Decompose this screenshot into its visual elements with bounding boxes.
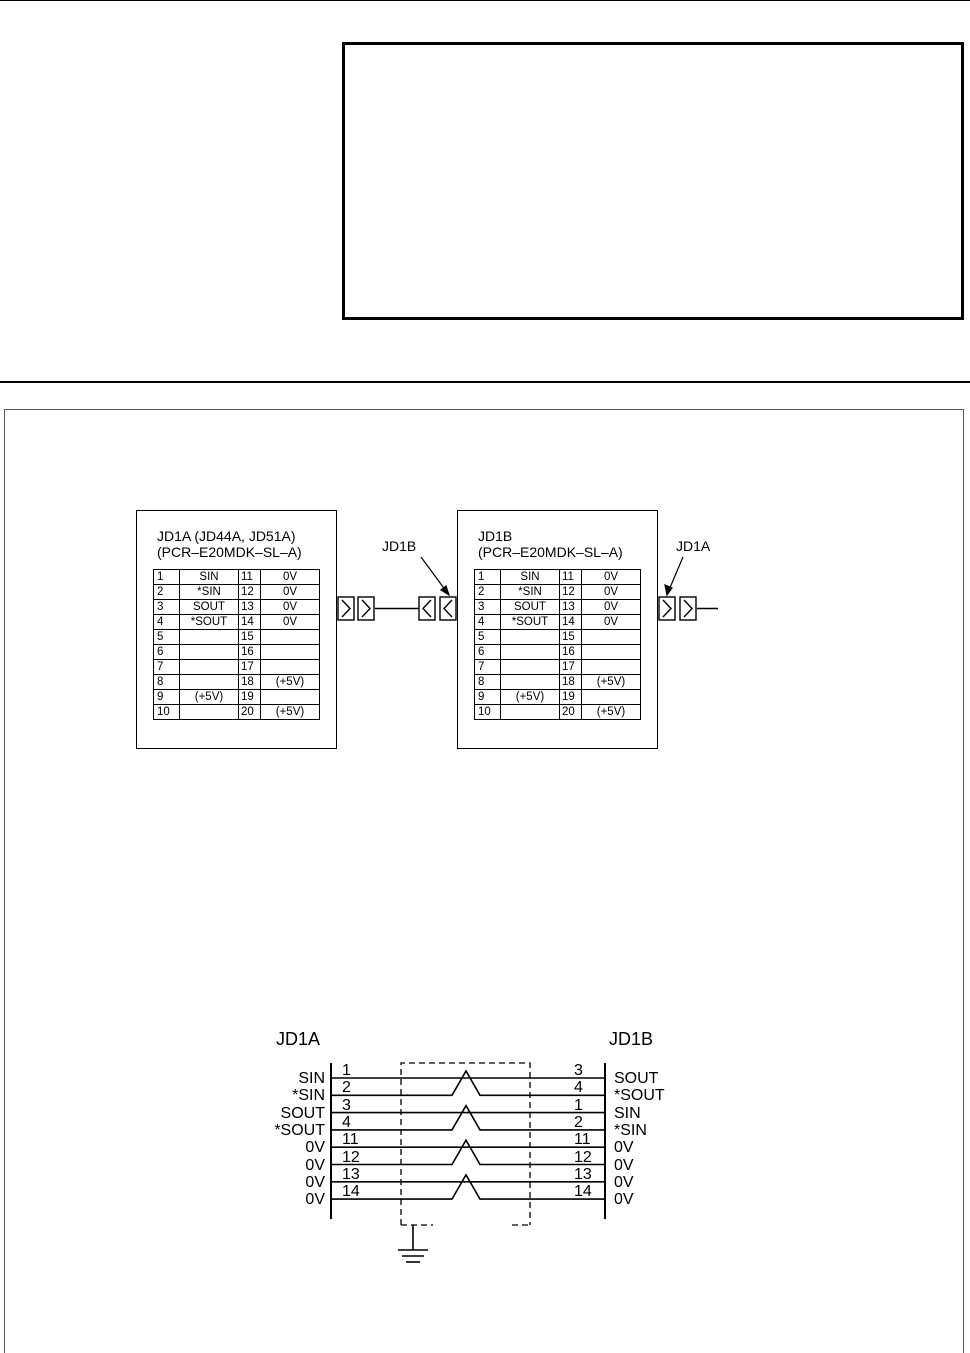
cable-left-signal: 0V xyxy=(305,1173,325,1191)
cable-right-pin: 1 xyxy=(574,1096,583,1114)
callout-jd1b: JD1B xyxy=(382,538,417,554)
pin-number: 16 xyxy=(559,644,582,660)
cable-left-pin: 3 xyxy=(342,1096,351,1114)
cable-right-signal: 0V xyxy=(614,1173,634,1191)
connector-plug-glyphs xyxy=(337,596,718,621)
pin-signal: SIN xyxy=(500,569,560,585)
ground-symbol xyxy=(398,1225,428,1263)
cable-right-signal: SOUT xyxy=(614,1070,659,1087)
pin-number: 20 xyxy=(559,704,582,720)
cable-left-pin: 14 xyxy=(342,1183,360,1201)
cable-left-pin: 2 xyxy=(342,1079,351,1097)
cable-left-signal: SIN xyxy=(298,1070,325,1087)
pin-row: 9(+5V)19 xyxy=(474,689,641,705)
cable-right-signal: *SOUT xyxy=(614,1087,665,1105)
cable-left-signal: *SIN xyxy=(292,1087,325,1105)
pin-number: 20 xyxy=(238,704,261,720)
pin-signal: (+5V) xyxy=(581,704,641,720)
connector-jd1a-title: JD1A (JD44A, JD51A) xyxy=(157,528,296,544)
cable-right-signal: SIN xyxy=(614,1104,641,1122)
cable-left-signal: 0V xyxy=(305,1156,325,1174)
callout-arrows xyxy=(420,556,684,597)
pin-signal: 0V xyxy=(581,569,641,585)
cable-right-pin: 11 xyxy=(574,1131,591,1149)
cable-left-signal: 0V xyxy=(305,1191,325,1209)
section-rule xyxy=(0,381,970,383)
cable-wire xyxy=(331,1103,605,1131)
connector-jd1a-part: (PCR–E20MDK–SL–A) xyxy=(157,544,302,560)
cable-wires xyxy=(331,1069,605,1200)
cable-wire xyxy=(331,1138,605,1166)
cable-right-title: JD1B xyxy=(609,1029,654,1049)
cable-wire xyxy=(331,1069,605,1097)
cable-left-title: JD1A xyxy=(276,1029,321,1049)
cable-right-pin: 2 xyxy=(574,1113,583,1131)
cable-wire xyxy=(331,1173,605,1200)
cable-left-signal: SOUT xyxy=(280,1104,325,1122)
pin-signal: (+5V) xyxy=(260,704,320,720)
pin-signal: 0V xyxy=(260,614,320,630)
pin-signal: (+5V) xyxy=(500,689,560,705)
cable-right-pin: 4 xyxy=(574,1079,583,1097)
connector-jd1b-part: (PCR–E20MDK–SL–A) xyxy=(478,544,623,560)
pin-number: 18 xyxy=(238,674,261,690)
pin-number: 13 xyxy=(559,599,582,615)
cable-right-signal: 0V xyxy=(614,1156,634,1174)
connector-jd1b-title: JD1B xyxy=(478,528,513,544)
cable-shield xyxy=(400,1062,531,1226)
cable-left-pin: 11 xyxy=(342,1131,359,1149)
cable-left-signal: 0V xyxy=(305,1139,325,1157)
pin-number: 12 xyxy=(238,584,261,600)
cable-left-signal: *SOUT xyxy=(274,1121,325,1139)
cable-right-pin: 12 xyxy=(574,1148,592,1166)
figure-frame xyxy=(4,409,964,1353)
pin-row: 10 20(+5V) xyxy=(474,704,641,720)
pin-number: 13 xyxy=(238,599,261,615)
pin-number: 10 xyxy=(474,704,501,720)
cable-right-pin: 3 xyxy=(574,1062,583,1079)
cable-left-pin: 1 xyxy=(342,1062,351,1079)
cable-right-pin: 13 xyxy=(574,1165,592,1183)
cable-right-signal: 0V xyxy=(614,1139,634,1157)
pin-row: 9(+5V)19 xyxy=(153,689,320,705)
pin-number: 16 xyxy=(238,644,261,660)
note-box xyxy=(342,42,964,320)
cable-left-pin: 4 xyxy=(342,1113,351,1131)
callout-jd1a: JD1A xyxy=(676,538,711,554)
cable-left-pin: 12 xyxy=(342,1148,360,1166)
cable-left-pin: 13 xyxy=(342,1165,360,1183)
cable-right-pin: 14 xyxy=(574,1183,592,1201)
cable-right-signal: *SIN xyxy=(614,1121,647,1139)
top-rule xyxy=(0,0,970,1)
cable-right-signal: 0V xyxy=(614,1191,634,1209)
pin-number: 18 xyxy=(559,674,582,690)
